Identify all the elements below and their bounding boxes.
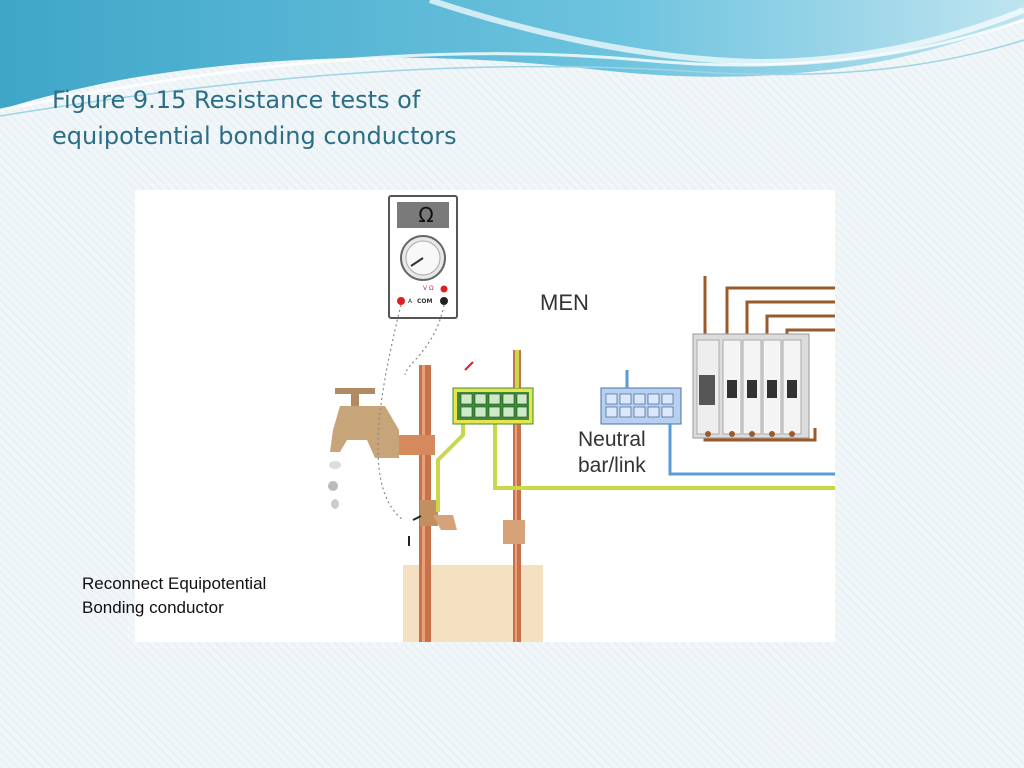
neutral-bar — [600, 387, 682, 425]
water-tap-icon — [328, 388, 399, 509]
caption-line-2: Bonding conductor — [82, 598, 224, 617]
wiring-diagram — [328, 195, 835, 642]
neutral-conductors — [625, 370, 835, 476]
neutral-label: Neutral bar/link — [578, 427, 646, 479]
slide-title: Figure 9.15 Resistance tests of equipote… — [52, 82, 457, 154]
neutral-label-line-2: bar/link — [578, 454, 646, 477]
test-probe-tips — [408, 361, 474, 546]
test-leads — [377, 304, 445, 521]
diagram-caption: Reconnect Equipotential Bonding conducto… — [82, 572, 266, 620]
neutral-label-line-1: Neutral — [578, 428, 646, 451]
multimeter-icon — [388, 195, 458, 319]
caption-line-1: Reconnect Equipotential — [82, 574, 267, 593]
title-line-2: equipotential bonding conductors — [52, 122, 457, 150]
bonding-clamp-pipe — [420, 500, 457, 530]
earth-terminal-bar — [452, 387, 534, 425]
earth-electrode — [513, 350, 521, 642]
ohm-symbol: Ω — [418, 203, 434, 227]
men-label: MEN — [540, 290, 589, 315]
title-line-1: Figure 9.15 Resistance tests of — [52, 86, 421, 114]
header-wave — [0, 0, 1024, 117]
earth-clamp-electrode — [503, 520, 525, 544]
diagram-panel: Ω A V Ω COM MEN Neutral bar/link — [135, 190, 835, 642]
circuit-breakers — [692, 333, 810, 439]
meter-terminal-a: A — [408, 298, 413, 305]
meter-terminal-v-ohm: V Ω — [423, 285, 434, 292]
meter-terminal-com: COM — [417, 298, 433, 305]
